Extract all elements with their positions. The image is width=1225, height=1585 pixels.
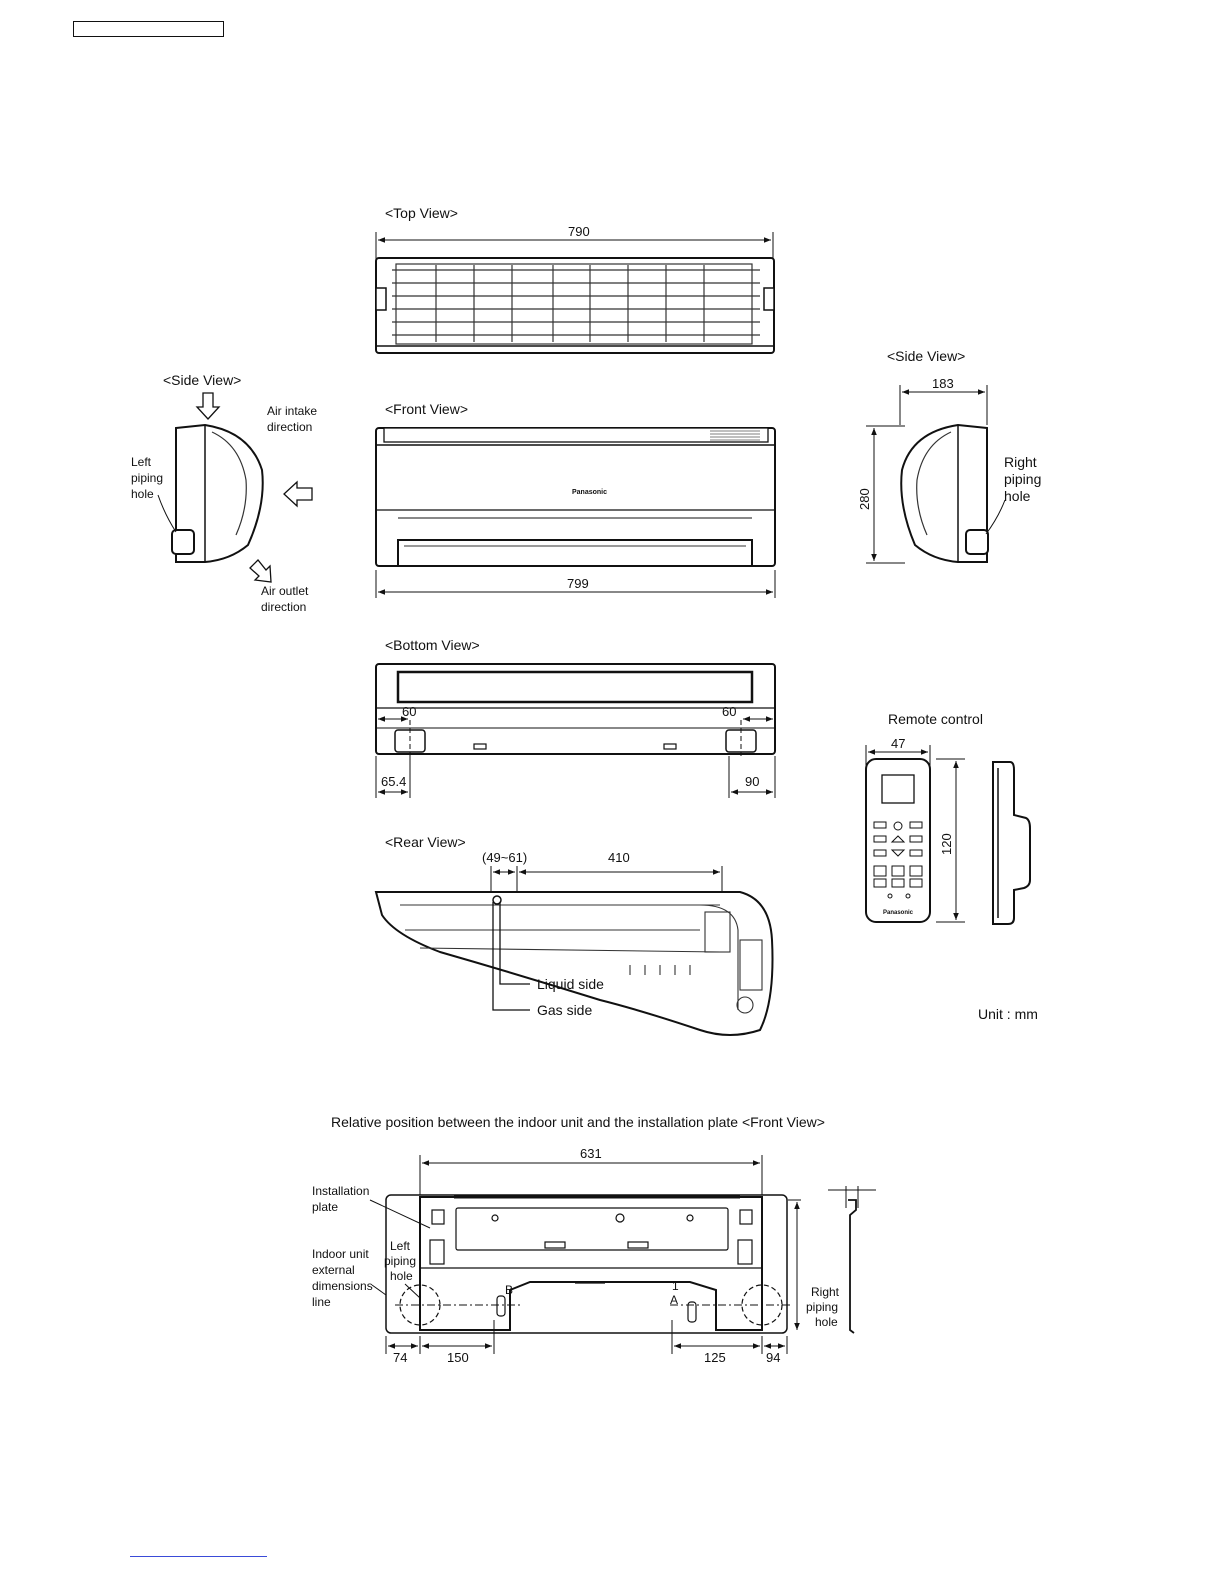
- inst-left-piping-label-3: hole: [390, 1269, 413, 1283]
- right-side-view: <Side View> 183 280 Right piping hole: [857, 348, 1041, 564]
- plate-label-1: Installation: [312, 1184, 369, 1198]
- header-box: [73, 21, 224, 37]
- inst-dim-125: 125: [704, 1350, 726, 1365]
- bottom-view-title: <Bottom View>: [385, 637, 480, 653]
- inst-dim-74: 74: [393, 1350, 407, 1365]
- rear-dim-offset: (49~61): [482, 850, 527, 865]
- plate-side-profile: [848, 1199, 857, 1334]
- rear-view: <Rear View> (49~61) 410 Liquid side Gas …: [374, 834, 1038, 1036]
- bottom-dim-left-outer: 65.4: [381, 774, 406, 789]
- right-side-title: <Side View>: [887, 348, 965, 364]
- rear-view-body: [374, 891, 774, 1036]
- air-intake-arrow-icon: [195, 392, 221, 420]
- front-width-dim: 799: [567, 576, 589, 591]
- left-side-title: <Side View>: [163, 372, 241, 388]
- installation-width-dim: 631: [580, 1146, 602, 1161]
- remote-brand-logo: Panasonic: [883, 910, 914, 916]
- bottom-view: <Bottom View> 60 60 65.4 90: [375, 637, 776, 798]
- mark-b: B: [505, 1283, 513, 1297]
- remote-width-dim: 47: [891, 736, 905, 751]
- left-side-body: [175, 423, 264, 563]
- remote-buttons: [873, 821, 923, 899]
- installation-plate: [419, 1196, 763, 1331]
- right-height-dim: 280: [857, 488, 872, 510]
- inst-right-piping-label-3: hole: [815, 1315, 838, 1329]
- footer-link[interactable]: [130, 1556, 267, 1557]
- front-view-title: <Front View>: [385, 401, 468, 417]
- left-side-view: <Side View> Air intake direction Left pi…: [131, 372, 317, 614]
- mark-1: 1: [672, 1279, 679, 1293]
- plate-label-2: plate: [312, 1200, 338, 1214]
- bottom-outlet: [396, 670, 754, 704]
- left-piping-label-3: hole: [131, 487, 154, 501]
- right-piping-label-1: Right: [1004, 454, 1037, 470]
- right-piping-label-3: hole: [1004, 488, 1031, 504]
- inst-left-piping-label-1: Left: [390, 1239, 411, 1253]
- outline-label-1: Indoor unit: [312, 1247, 369, 1261]
- mark-a: A: [670, 1293, 678, 1307]
- top-view: <Top View> 790: [375, 205, 775, 354]
- front-outlet-louver: [397, 539, 753, 567]
- left-piping-hole-icon: [171, 529, 195, 555]
- left-piping-label-1: Left: [131, 455, 152, 469]
- remote-side-body: [992, 761, 1031, 925]
- installation-plate-diagram: Relative position between the indoor uni…: [312, 1114, 876, 1365]
- inst-left-piping-label-2: piping: [384, 1254, 416, 1268]
- air-outlet-label-2: direction: [261, 600, 306, 614]
- inst-dim-150: 150: [447, 1350, 469, 1365]
- air-front-intake-arrow-icon: [283, 480, 313, 508]
- top-view-title: <Top View>: [385, 205, 458, 221]
- bottom-dim-left-inner: 60: [402, 704, 416, 719]
- front-view: <Front View> Panasonic 799: [375, 401, 776, 598]
- air-outlet-label-1: Air outlet: [261, 584, 309, 598]
- top-width-dim: 790: [568, 224, 590, 239]
- right-depth-dim: 183: [932, 376, 954, 391]
- left-piping-label-2: piping: [131, 471, 163, 485]
- right-side-body: [900, 423, 988, 563]
- unit-note: Unit : mm: [978, 1006, 1038, 1022]
- right-piping-hole-icon: [965, 529, 989, 555]
- top-view-grille: [392, 263, 760, 345]
- outline-label-3: dimensions: [312, 1279, 373, 1293]
- liquid-side-label: Liquid side: [537, 976, 604, 992]
- remote-height-dim: 120: [939, 833, 954, 855]
- indoor-unit-outline: [385, 1194, 788, 1334]
- remote-control: Remote control 47 120 Panasonic: [865, 711, 1031, 925]
- outline-label-2: external: [312, 1263, 355, 1277]
- remote-lcd: [881, 774, 915, 804]
- outline-label-4: line: [312, 1295, 331, 1309]
- gas-side-label: Gas side: [537, 1002, 592, 1018]
- front-brand-logo: Panasonic: [572, 489, 607, 496]
- inst-right-piping-label-1: Right: [811, 1285, 840, 1299]
- bottom-dim-right-inner: 60: [722, 704, 736, 719]
- air-outlet-arrow-icon: [249, 559, 272, 583]
- air-intake-label-1: Air intake: [267, 404, 317, 418]
- inst-right-piping-label-2: piping: [806, 1300, 838, 1314]
- air-intake-label-2: direction: [267, 420, 312, 434]
- remote-title: Remote control: [888, 711, 983, 727]
- installation-title: Relative position between the indoor uni…: [331, 1114, 825, 1130]
- inst-dim-94: 94: [766, 1350, 780, 1365]
- bottom-dim-right-outer: 90: [745, 774, 759, 789]
- rear-view-title: <Rear View>: [385, 834, 466, 850]
- rear-dim-span: 410: [608, 850, 630, 865]
- right-piping-label-2: piping: [1004, 471, 1041, 487]
